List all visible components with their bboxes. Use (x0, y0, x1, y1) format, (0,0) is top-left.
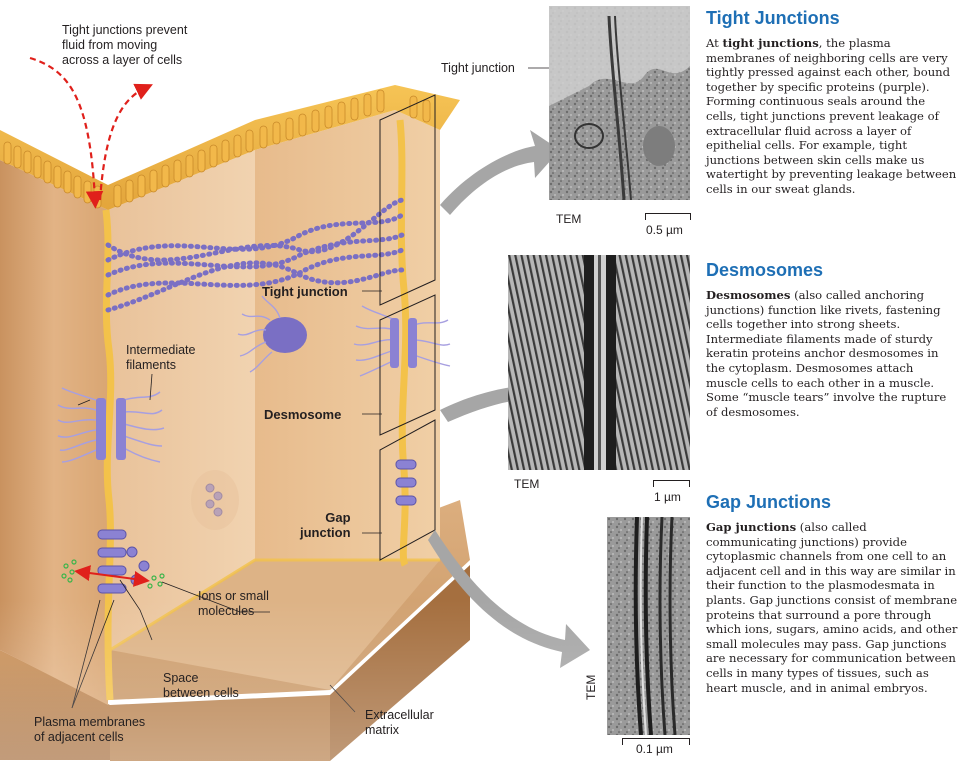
scale-label-1: 0.5 µm (646, 223, 683, 237)
label-tight-junction: Tight junction (262, 284, 348, 299)
label-extracellular-matrix: Extracellular matrix (365, 708, 434, 738)
text-desmosomes: Desmosomes (also called anchoring juncti… (706, 288, 958, 419)
tight-junction-micrograph (549, 6, 690, 200)
scale-bar-1 (645, 213, 691, 220)
label-plasma-membranes: Plasma membranes of adjacent cells (34, 715, 145, 745)
label-tight-junction-micrograph: Tight junction (441, 61, 515, 76)
section-tight-junctions: Tight Junctions At tight junctions, the … (706, 8, 958, 197)
gap-junction-micrograph (607, 517, 690, 735)
caption-top: Tight junctions prevent fluid from movin… (62, 23, 187, 68)
label-intermediate-filaments: Intermediate filaments (126, 343, 195, 373)
section-gap-junctions: Gap Junctions Gap junctions (also called… (706, 492, 958, 695)
desmosome-micrograph (508, 255, 690, 470)
section-desmosomes: Desmosomes Desmosomes (also called ancho… (706, 260, 958, 419)
text-gap-junctions: Gap junctions (also called communicating… (706, 520, 958, 695)
text-tight-junctions: At tight junctions, the plasma membranes… (706, 36, 958, 197)
heading-gap-junctions: Gap Junctions (706, 492, 958, 512)
label-gap-junction: Gap junction (300, 510, 351, 540)
label-desmosome: Desmosome (264, 407, 341, 422)
tem-label-2: TEM (514, 477, 539, 491)
label-space-between-cells: Space between cells (163, 671, 239, 701)
scale-label-2: 1 µm (654, 490, 681, 504)
tem-label-3: TEM (584, 675, 598, 700)
scale-bar-2 (653, 480, 690, 487)
heading-tight-junctions: Tight Junctions (706, 8, 958, 28)
scale-label-3: 0.1 µm (636, 742, 673, 756)
tem-label-1: TEM (556, 212, 581, 226)
heading-desmosomes: Desmosomes (706, 260, 958, 280)
label-ions: Ions or small molecules (198, 589, 269, 619)
